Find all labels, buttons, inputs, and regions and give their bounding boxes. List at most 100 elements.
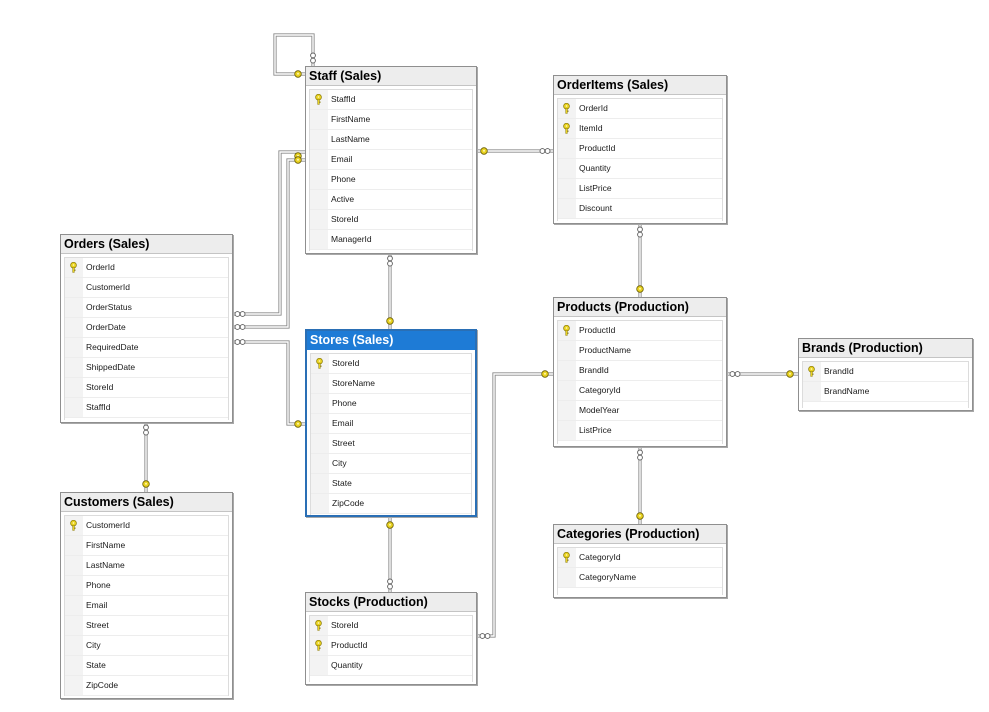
column-row[interactable]: CategoryName <box>558 568 722 588</box>
relationship-line[interactable] <box>636 447 644 524</box>
table-title[interactable]: OrderItems (Sales) <box>554 76 726 95</box>
relationship-line[interactable] <box>233 150 305 317</box>
column-row[interactable]: Active <box>310 190 472 210</box>
relationship-line[interactable] <box>386 254 394 329</box>
row-selector[interactable] <box>803 382 821 401</box>
table-title[interactable]: Stocks (Production) <box>306 593 476 612</box>
table-title[interactable]: Customers (Sales) <box>61 493 232 512</box>
column-row[interactable]: Phone <box>65 576 228 596</box>
row-selector[interactable] <box>65 656 83 675</box>
column-row[interactable]: State <box>311 474 471 494</box>
column-row[interactable]: Street <box>311 434 471 454</box>
column-row[interactable]: Quantity <box>310 656 472 676</box>
column-row[interactable]: ListPrice <box>558 421 722 441</box>
column-row[interactable]: ZipCode <box>311 494 471 514</box>
column-row[interactable]: City <box>65 636 228 656</box>
table-title[interactable]: Staff (Sales) <box>306 67 476 86</box>
row-selector[interactable] <box>311 434 329 453</box>
row-selector[interactable] <box>558 179 576 198</box>
row-selector[interactable] <box>65 338 83 357</box>
column-row[interactable]: StoreId <box>65 378 228 398</box>
row-selector[interactable] <box>310 170 328 189</box>
row-selector[interactable] <box>310 656 328 675</box>
row-selector[interactable] <box>558 199 576 218</box>
column-row[interactable]: LastName <box>65 556 228 576</box>
row-selector[interactable] <box>558 421 576 440</box>
column-row[interactable]: BrandId <box>558 361 722 381</box>
column-row[interactable]: ItemId <box>558 119 722 139</box>
row-selector[interactable] <box>311 494 329 513</box>
row-selector[interactable] <box>311 454 329 473</box>
column-row[interactable]: StoreId <box>310 616 472 636</box>
relationship-line[interactable] <box>636 224 644 297</box>
column-row[interactable]: ShippedDate <box>65 358 228 378</box>
column-row[interactable]: Email <box>310 150 472 170</box>
relationship-line[interactable] <box>727 370 798 378</box>
column-row[interactable]: CategoryId <box>558 381 722 401</box>
column-row[interactable]: Discount <box>558 199 722 219</box>
column-row[interactable]: ListPrice <box>558 179 722 199</box>
column-row[interactable]: Email <box>311 414 471 434</box>
row-selector[interactable] <box>310 210 328 229</box>
table-title[interactable]: Brands (Production) <box>799 339 972 358</box>
column-row[interactable]: Phone <box>311 394 471 414</box>
row-selector[interactable] <box>65 616 83 635</box>
relationship-line[interactable] <box>477 147 553 155</box>
row-selector[interactable] <box>558 401 576 420</box>
table-title[interactable]: Orders (Sales) <box>61 235 232 254</box>
row-selector[interactable] <box>558 568 576 587</box>
row-selector[interactable] <box>65 298 83 317</box>
row-selector[interactable] <box>558 361 576 380</box>
column-row[interactable]: CustomerId <box>65 516 228 536</box>
row-selector[interactable] <box>311 474 329 493</box>
column-row[interactable]: ProductName <box>558 341 722 361</box>
column-row[interactable]: CategoryId <box>558 548 722 568</box>
relationship-line[interactable] <box>386 517 394 592</box>
row-selector[interactable] <box>558 381 576 400</box>
row-selector[interactable] <box>558 139 576 158</box>
column-row[interactable]: OrderStatus <box>65 298 228 318</box>
column-row[interactable]: Quantity <box>558 159 722 179</box>
row-selector[interactable] <box>310 190 328 209</box>
column-row[interactable]: ModelYear <box>558 401 722 421</box>
row-selector[interactable] <box>311 374 329 393</box>
column-row[interactable]: FirstName <box>310 110 472 130</box>
column-row[interactable]: ProductId <box>558 321 722 341</box>
row-selector[interactable] <box>311 394 329 413</box>
column-row[interactable]: LastName <box>310 130 472 150</box>
row-selector[interactable] <box>65 358 83 377</box>
column-row[interactable]: StoreName <box>311 374 471 394</box>
column-row[interactable]: Email <box>65 596 228 616</box>
column-row[interactable]: OrderDate <box>65 318 228 338</box>
column-row[interactable]: CustomerId <box>65 278 228 298</box>
relationship-line[interactable] <box>233 339 305 428</box>
column-row[interactable]: ProductId <box>558 139 722 159</box>
row-selector[interactable] <box>310 110 328 129</box>
column-row[interactable]: StoreId <box>310 210 472 230</box>
column-row[interactable]: RequiredDate <box>65 338 228 358</box>
relationship-line[interactable] <box>273 33 316 78</box>
column-row[interactable]: OrderId <box>65 258 228 278</box>
table-title[interactable]: Stores (Sales) <box>307 331 475 350</box>
row-selector[interactable] <box>65 378 83 397</box>
column-row[interactable]: BrandName <box>803 382 968 402</box>
column-row[interactable]: OrderId <box>558 99 722 119</box>
column-row[interactable]: StoreId <box>311 354 471 374</box>
row-selector[interactable] <box>558 159 576 178</box>
column-row[interactable]: ZipCode <box>65 676 228 696</box>
column-row[interactable]: BrandId <box>803 362 968 382</box>
row-selector[interactable] <box>310 230 328 249</box>
table-title[interactable]: Categories (Production) <box>554 525 726 544</box>
row-selector[interactable] <box>65 278 83 297</box>
relationship-line[interactable] <box>233 156 305 330</box>
column-row[interactable]: Street <box>65 616 228 636</box>
relationship-line[interactable] <box>477 370 553 639</box>
row-selector[interactable] <box>65 536 83 555</box>
row-selector[interactable] <box>65 636 83 655</box>
